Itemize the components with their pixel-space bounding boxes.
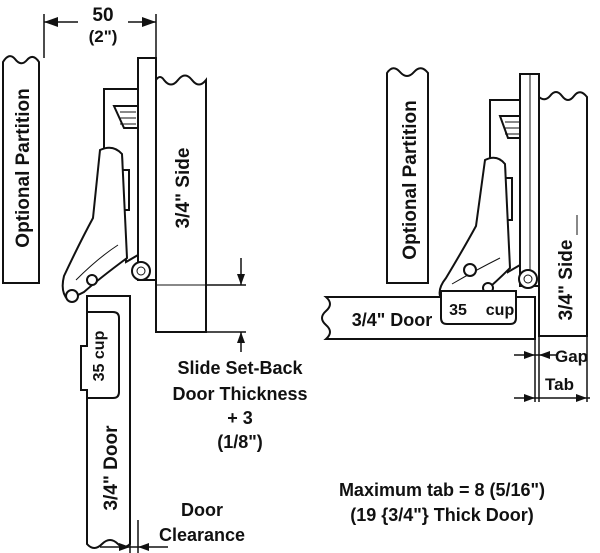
- gap-tab-dimension: [514, 336, 590, 402]
- cup-left: [80, 311, 120, 399]
- hinge-knuckle: [131, 261, 151, 281]
- tab-label: Tab: [545, 375, 574, 394]
- slide-setback-label: Slide Set-Back: [177, 358, 303, 378]
- side-panel-left: [137, 57, 157, 281]
- side-left-label: 3/4" Side: [173, 148, 194, 229]
- door-right-label: 3/4" Door: [352, 310, 433, 330]
- door-left-label: 3/4" Door: [101, 425, 122, 511]
- cup-left-label: 35 cup: [91, 330, 108, 381]
- door-clearance-dimension: [100, 520, 168, 553]
- cup-right: [440, 290, 517, 325]
- thick-door-note: (19 {3/4"} Thick Door): [350, 505, 534, 525]
- left-assembly: 50 (2") Optional Partition 3/4": [1, 2, 308, 553]
- hinge-arm-right: [438, 156, 512, 298]
- door-clearance-label-2: Clearance: [159, 525, 245, 545]
- right-assembly: Optional Partition 3/4" Side 3/4" Doo: [321, 67, 590, 525]
- side-right-label: 3/4" Side: [556, 240, 577, 321]
- gap-label: Gap: [555, 347, 588, 366]
- optional-partition-left: [1, 55, 40, 284]
- slide-setback-dimension: [206, 258, 246, 352]
- one-eighth-label: (1/8"): [217, 432, 263, 452]
- door-clearance-label-1: Door: [181, 500, 223, 520]
- side-right: [538, 91, 588, 337]
- hinge-knuckle-right: [518, 269, 538, 289]
- maximum-tab-note: Maximum tab = 8 (5/16"): [339, 480, 545, 500]
- optional-partition-right: [386, 67, 429, 284]
- hinge-arm: [61, 146, 129, 303]
- door-thickness-label: Door Thickness: [172, 384, 307, 404]
- dimension-value: 50: [92, 5, 113, 26]
- dimension-50: 50 (2"): [43, 2, 157, 58]
- cup-right-number: 35: [449, 302, 467, 319]
- plus-three-label: + 3: [227, 408, 253, 428]
- dimension-inch: (2"): [89, 27, 118, 46]
- cup-right-word: cup: [486, 302, 515, 319]
- optional-partition-left-label: Optional Partition: [13, 88, 34, 247]
- optional-partition-right-label: Optional Partition: [400, 100, 421, 259]
- side-left: [155, 74, 207, 333]
